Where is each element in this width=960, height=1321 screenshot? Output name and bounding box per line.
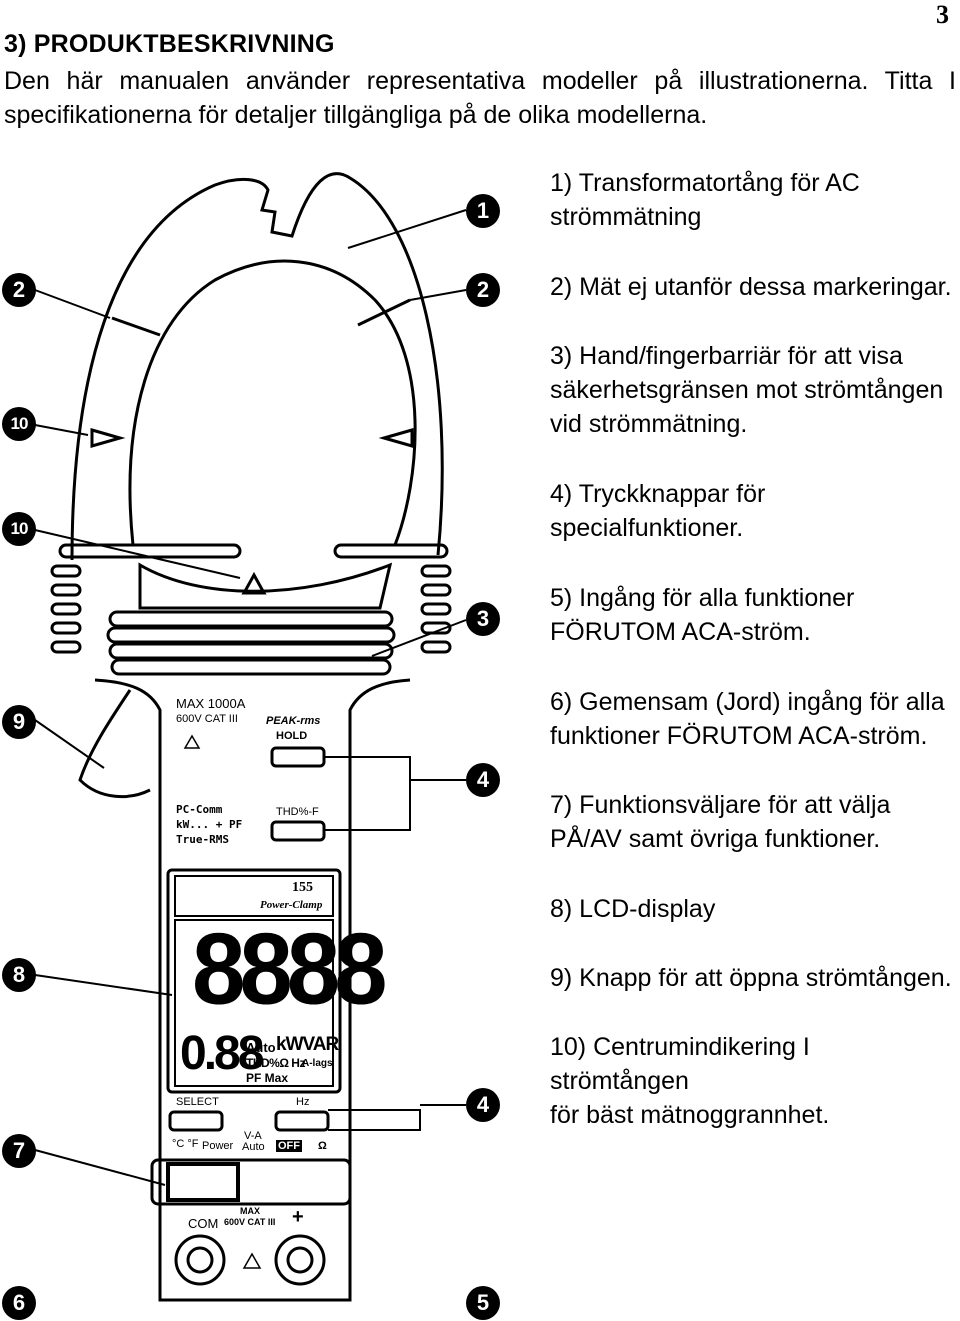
label-brand: Power-Clamp xyxy=(260,899,323,911)
jaw-trigger xyxy=(78,689,151,799)
lcd-main-digits: 8888 xyxy=(192,913,388,1026)
desc-4-line1: 4) Tryckknappar för xyxy=(550,480,766,508)
callout-7: 7 xyxy=(2,1134,36,1168)
com-jack xyxy=(174,1234,226,1286)
jaw-inner xyxy=(128,259,417,546)
desc-1-line2: strömmätning xyxy=(550,203,702,231)
desc-8: 8) LCD-display xyxy=(550,892,955,926)
desc-2-line1: 2) Mät ej utanför dessa markeringar. xyxy=(550,273,952,301)
lcd-auto: Auto xyxy=(246,1040,276,1055)
desc-2: 2) Mät ej utanför dessa markeringar. xyxy=(550,270,955,304)
label-thd: THD%-F xyxy=(276,806,319,818)
callout-1: 1 xyxy=(466,194,500,228)
label-hz: Hz xyxy=(296,1096,310,1108)
side-ribs-right xyxy=(420,564,452,654)
desc-6-line1: 6) Gemensam (Jord) ingång för alla xyxy=(550,688,945,716)
label-cf: °C °F xyxy=(172,1138,199,1150)
callout-10-top: 10 xyxy=(2,407,36,441)
desc-6-line2: funktioner FÖRUTOM ACA-ström. xyxy=(550,722,928,750)
lcd-small-digits: 0.88 xyxy=(180,1027,264,1080)
desc-7-line2: PÅ/AV samt övriga funktioner. xyxy=(550,825,881,853)
callout-4-bottom: 4 xyxy=(466,1088,500,1122)
label-ohm: Ω xyxy=(318,1140,327,1152)
callout-3: 3 xyxy=(466,602,500,636)
desc-3-line2: säkerhetsgränsen mot strömtången xyxy=(550,376,944,404)
desc-9-line1: 9) Knapp för att öppna strömtången. xyxy=(550,964,952,992)
label-max-current: MAX 1000A xyxy=(176,696,246,711)
side-ribs-left xyxy=(50,564,82,654)
label-peak-rms: PEAK-rms xyxy=(266,715,321,727)
callout-2-left: 2 xyxy=(2,273,36,307)
label-kw-pf: kW... + PF xyxy=(176,818,243,831)
desc-5: 5) Ingång för alla funktioner FÖRUTOM AC… xyxy=(550,581,955,649)
lcd-pf-max: PF Max xyxy=(246,1071,289,1085)
lcd-thd: THD%Ω Hz xyxy=(246,1056,305,1070)
callout-2-right: 2 xyxy=(466,273,500,307)
label-auto: Auto xyxy=(242,1141,265,1153)
label-va: V-A xyxy=(244,1130,262,1142)
label-off: OFF xyxy=(276,1140,302,1152)
label-select: SELECT xyxy=(176,1096,219,1108)
callout-6: 6 xyxy=(2,1286,36,1320)
lcd-alags: A-lags xyxy=(302,1058,333,1069)
label-cat: 600V CAT III xyxy=(176,713,238,725)
desc-10-line1: 10) Centrumindikering I strömtången xyxy=(550,1033,810,1095)
label-hold: HOLD xyxy=(276,730,308,742)
callout-10-bottom: 10 xyxy=(2,512,36,546)
section-heading: 3) PRODUKTBESKRIVNING xyxy=(4,30,335,58)
lcd-kwvar: kWVAR xyxy=(276,1034,339,1055)
label-model: 155 xyxy=(292,880,313,895)
meter-body xyxy=(94,678,411,1302)
desc-3: 3) Hand/fingerbarriär för att visa säker… xyxy=(550,339,955,441)
desc-4-line2: specialfunktioner. xyxy=(550,514,744,542)
label-cat2: 600V CAT III xyxy=(224,1217,276,1227)
callout-4-top: 4 xyxy=(466,763,500,797)
desc-9: 9) Knapp för att öppna strömtången. xyxy=(550,961,955,995)
desc-5-line1: 5) Ingång för alla funktioner xyxy=(550,584,855,612)
jaw-outer xyxy=(70,172,444,561)
desc-1-line1: 1) Transformatortång för AC xyxy=(550,169,860,197)
desc-6: 6) Gemensam (Jord) ingång för alla funkt… xyxy=(550,685,955,753)
desc-4: 4) Tryckknappar för specialfunktioner. xyxy=(550,477,955,545)
callout-9: 9 xyxy=(2,705,36,739)
label-power: Power xyxy=(202,1140,234,1152)
desc-1: 1) Transformatortång för AC strömmätning xyxy=(550,166,955,234)
intro-paragraph: Den här manualen använder representativa… xyxy=(4,67,956,129)
desc-5-line2: FÖRUTOM ACA-ström. xyxy=(550,618,811,646)
desc-3-line1: 3) Hand/fingerbarriär för att visa xyxy=(550,342,903,370)
label-com: COM xyxy=(188,1216,219,1231)
label-max2: MAX xyxy=(240,1206,260,1216)
page-number: 3 xyxy=(936,0,949,29)
desc-3-line3: vid strömmätning. xyxy=(550,410,748,438)
callout-5: 5 xyxy=(466,1286,500,1320)
label-pc-comm: PC-Comm xyxy=(176,803,223,816)
label-plus: + xyxy=(292,1206,304,1228)
desc-7-line1: 7) Funktionsväljare för att välja xyxy=(550,791,891,819)
label-true-rms: True-RMS xyxy=(176,833,229,846)
desc-10-line2: för bäst mätnoggrannhet. xyxy=(550,1101,830,1129)
callout-8: 8 xyxy=(2,958,36,992)
desc-10: 10) Centrumindikering I strömtången för … xyxy=(550,1030,955,1132)
desc-8-line1: 8) LCD-display xyxy=(550,895,716,923)
desc-7: 7) Funktionsväljare för att välja PÅ/AV … xyxy=(550,788,955,856)
plus-jack xyxy=(274,1234,326,1286)
